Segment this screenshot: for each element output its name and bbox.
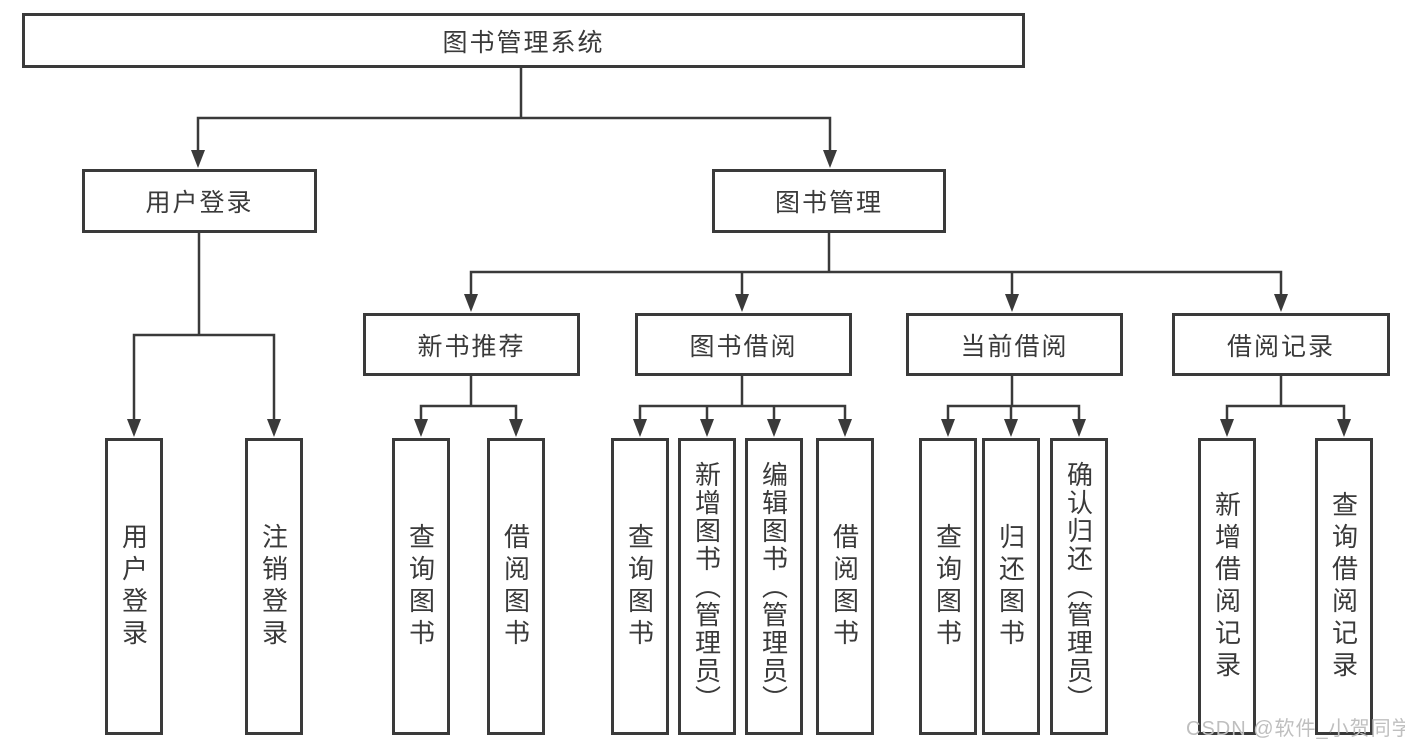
- node-library-system: 图书管理系统: [22, 13, 1025, 68]
- watermark: CSDN @软件_小贺同学: [1186, 718, 1405, 740]
- leaf-query-books-borrowing: 查询图书: [611, 438, 669, 735]
- leaf-label: 新增借阅记录: [1211, 490, 1242, 683]
- leaf-label: 注销登录: [258, 522, 289, 651]
- node-book-management: 图书管理: [712, 169, 946, 233]
- leaf-label: 借阅图书: [829, 522, 860, 651]
- leaf-label: 借阅图书: [500, 522, 531, 651]
- node-book-borrowing: 图书借阅: [635, 313, 852, 376]
- leaf-logout: 注销登录: [245, 438, 303, 735]
- node-current-borrowing: 当前借阅: [906, 313, 1123, 376]
- leaf-add-books-admin: 新增图书（管理员）: [678, 438, 736, 735]
- leaf-query-books-recommend: 查询图书: [392, 438, 450, 735]
- node-user-login: 用户登录: [82, 169, 317, 233]
- leaf-user-login: 用户登录: [105, 438, 163, 735]
- leaf-query-books-current: 查询图书: [919, 438, 977, 735]
- leaf-label: 确认归还（管理员）: [1063, 460, 1094, 713]
- leaf-return-books: 归还图书: [982, 438, 1040, 735]
- leaf-label: 查询图书: [405, 522, 436, 651]
- arrowheads: [127, 150, 1351, 437]
- leaf-label: 查询图书: [932, 522, 963, 651]
- leaf-confirm-return-admin: 确认归还（管理员）: [1050, 438, 1108, 735]
- leaf-borrow-books: 借阅图书: [816, 438, 874, 735]
- leaf-label: 编辑图书（管理员）: [758, 460, 789, 713]
- leaf-add-borrow-record: 新增借阅记录: [1198, 438, 1256, 735]
- leaf-label: 归还图书: [995, 522, 1026, 651]
- leaf-label: 查询借阅记录: [1328, 490, 1359, 683]
- leaf-label: 用户登录: [118, 522, 149, 651]
- leaf-label: 查询图书: [624, 522, 655, 651]
- node-borrowing-records: 借阅记录: [1172, 313, 1390, 376]
- node-new-book-recommend: 新书推荐: [363, 313, 580, 376]
- leaf-borrow-books-recommend: 借阅图书: [487, 438, 545, 735]
- leaf-label: 新增图书（管理员）: [691, 460, 722, 713]
- leaf-edit-books-admin: 编辑图书（管理员）: [745, 438, 803, 735]
- leaf-query-borrow-record: 查询借阅记录: [1315, 438, 1373, 735]
